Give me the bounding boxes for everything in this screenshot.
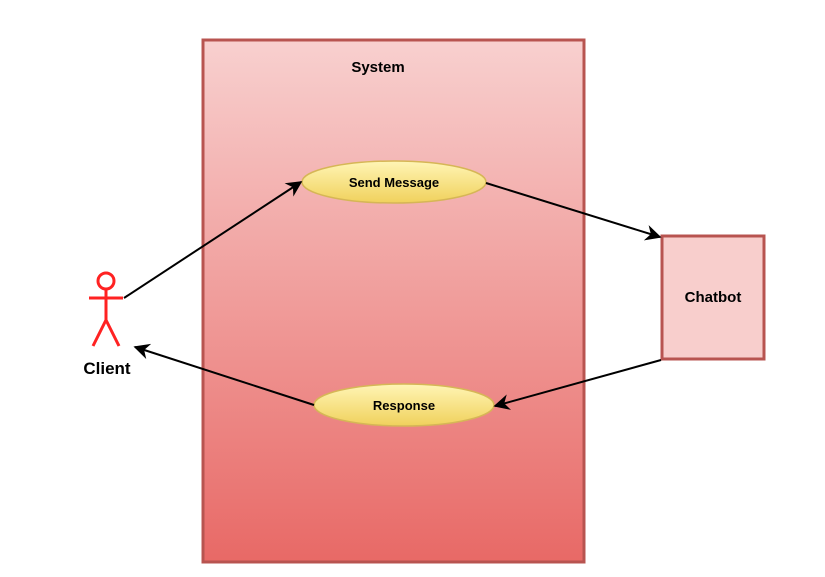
arrow-send-message-to-chatbot bbox=[485, 182, 662, 241]
chatbot-label: Chatbot bbox=[685, 289, 742, 306]
system-label: System bbox=[351, 59, 404, 76]
use-case-send-message: Send Message bbox=[301, 160, 487, 204]
client-label: Client bbox=[83, 359, 131, 378]
chatbot-box: Chatbot bbox=[660, 234, 766, 361]
arrow-response-to-client bbox=[133, 343, 315, 406]
client-actor bbox=[89, 271, 123, 347]
use-case-response: Response bbox=[313, 383, 495, 427]
use-case-send-message-label: Send Message bbox=[349, 175, 439, 190]
arrow-client-to-send-message bbox=[123, 181, 303, 299]
actor-head-icon bbox=[96, 271, 116, 291]
arrow-chatbot-to-response bbox=[493, 359, 662, 410]
use-case-response-label: Response bbox=[373, 398, 435, 413]
system-boundary: System bbox=[201, 38, 586, 564]
